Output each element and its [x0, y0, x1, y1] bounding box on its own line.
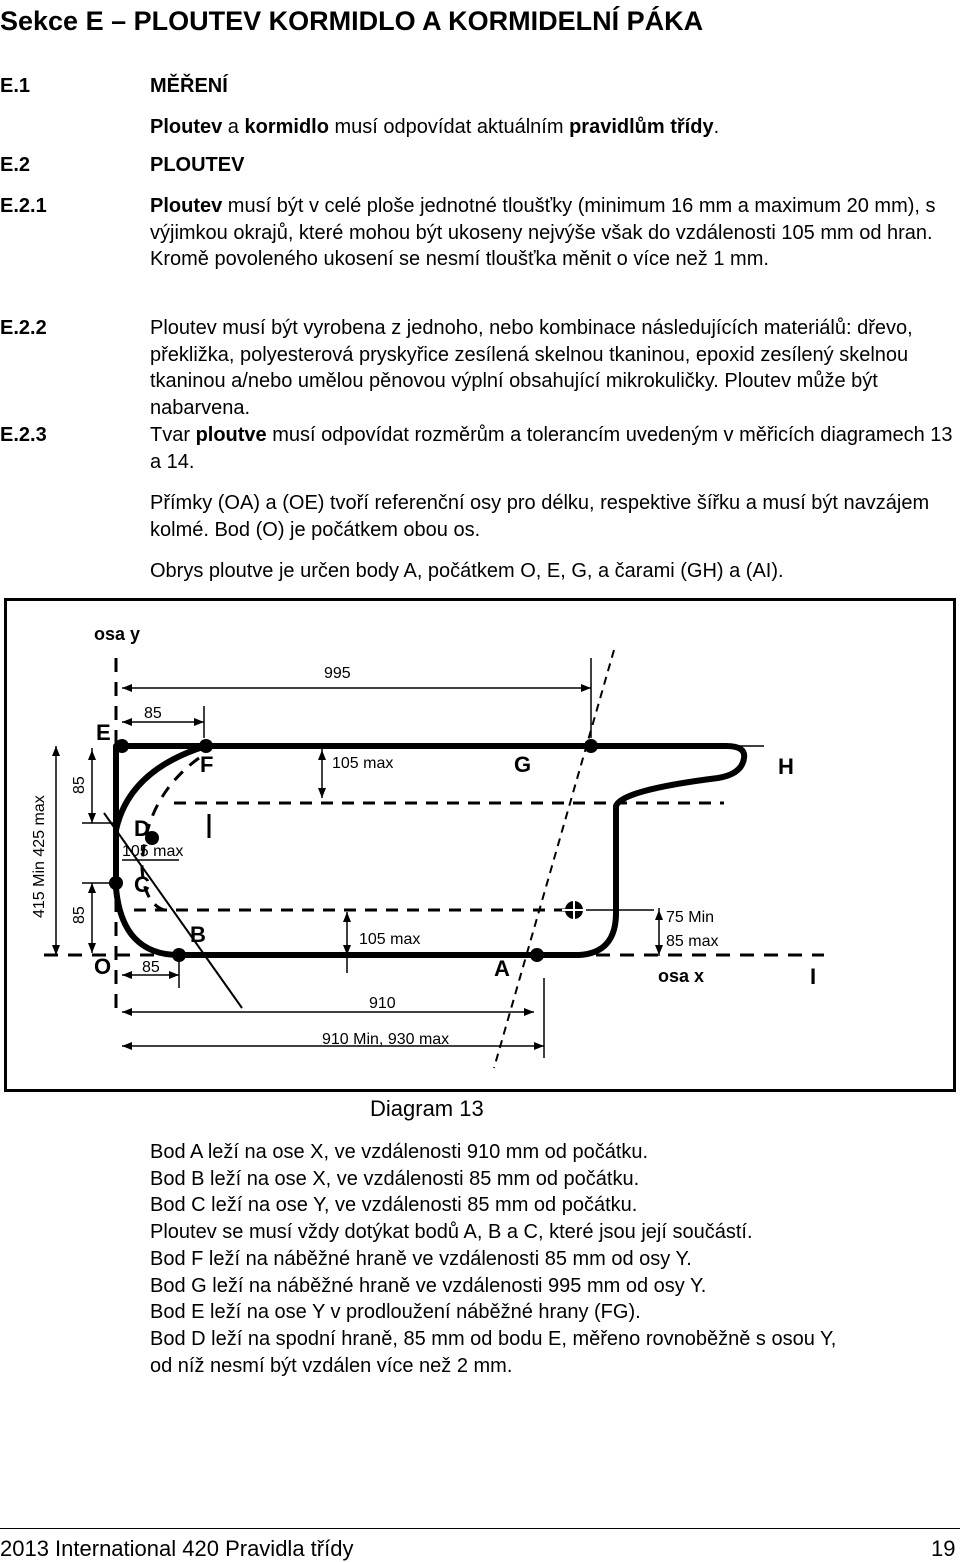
point-g: [584, 739, 598, 753]
text-span: musí odpovídat rozměrům a tolerancím uve…: [150, 424, 953, 473]
section-heading-e2: PLOUTEV: [150, 154, 245, 176]
diagram-frame: [4, 598, 956, 1092]
list-item: Bod G leží na náběžné hraně ve vzdálenos…: [150, 1274, 707, 1297]
label-point-f: F: [200, 752, 213, 777]
list-item: Bod C leží na ose Y, ve vzdálenosti 85 m…: [150, 1194, 638, 1217]
label-point-h: H: [778, 754, 794, 779]
page-number: 19: [931, 1536, 956, 1561]
footer-rule: [0, 1528, 960, 1529]
section-number-e1: E.1: [0, 75, 31, 97]
fin-outline: [113, 743, 748, 958]
paragraph-e1: Ploutev a kormidlo musí odpovídat aktuál…: [150, 114, 958, 141]
text-span: a: [222, 116, 245, 138]
label-osa-y: osa y: [94, 624, 140, 644]
label-105-d: 105 max: [122, 843, 183, 860]
paragraph-e21: Ploutev musí být v celé ploše jednotné t…: [150, 193, 958, 273]
bold-term: ploutve: [195, 424, 267, 446]
label-85-top: 85: [144, 705, 162, 722]
paragraph-e23-outline: Obrys ploutve je určen body A, počátkem …: [150, 560, 784, 582]
point-e: [115, 739, 129, 753]
paragraph-e22: Ploutev musí být vyrobena z jednoho, neb…: [150, 317, 913, 420]
point-d: [145, 831, 159, 845]
page-title: Sekce E – PLOUTEV KORMIDLO A KORMIDELNÍ …: [0, 6, 704, 36]
label-85-bottom: 85: [142, 959, 160, 976]
section-number-e23: E.2.3: [0, 424, 47, 446]
footer-title: 2013 International 420 Pravidla třídy: [0, 1536, 354, 1561]
label-995: 995: [324, 665, 351, 682]
diagram-caption: Diagram 13: [370, 1096, 484, 1121]
dashed-chamfer-nose: [140, 756, 200, 912]
section-number-e21: E.2.1: [0, 195, 47, 217]
hidden-helper: [174, 851, 574, 910]
diagonal-ga: [493, 649, 615, 1069]
bod-list: Bod A leží na ose X, ve vzdálenosti 910 …: [150, 1139, 958, 1379]
label-85-max: 85 max: [666, 933, 718, 950]
paragraph-e23: Tvar ploutve musí odpovídat rozměrům a t…: [150, 422, 958, 475]
list-item: Bod A leží na ose X, ve vzdálenosti 910 …: [150, 1141, 649, 1163]
diagram-13: 995 85 105 max 415 Min 425 max 85 85 105…: [4, 598, 956, 1092]
label-85-left: 85: [71, 776, 88, 794]
point-a: [530, 948, 544, 962]
label-85-left2: 85: [71, 906, 88, 924]
fin-nose-curve: [113, 743, 207, 831]
label-415: 415 Min 425 max: [31, 795, 48, 918]
text-span: musí být v celé ploše jednotné tloušťky …: [150, 195, 936, 271]
label-point-b: B: [190, 922, 206, 947]
section-number-e2: E.2: [0, 154, 31, 176]
label-point-c: C: [134, 872, 150, 897]
label-point-g: G: [514, 752, 531, 777]
section-number-e22: E.2.2: [0, 317, 47, 339]
label-105-bottom: 105 max: [359, 931, 420, 948]
label-point-o: O: [94, 954, 111, 979]
label-point-a: A: [494, 956, 510, 981]
label-910: 910: [369, 995, 396, 1012]
list-item: od níž nesmí být vzdálen více než 2 mm.: [150, 1354, 513, 1377]
list-item: Bod B leží na ose X, ve vzdálenosti 85 m…: [150, 1167, 640, 1190]
list-item: Ploutev se musí vždy dotýkat bodů A, B a…: [150, 1221, 753, 1244]
diagonal-b: [103, 812, 243, 1009]
label-910-930: 910 Min, 930 max: [322, 1031, 449, 1048]
label-point-d: D: [134, 816, 150, 841]
label-105-top: 105 max: [332, 755, 393, 772]
bold-term: pravidlům třídy: [569, 116, 714, 138]
label-point-i: I: [810, 964, 816, 989]
section-heading-e1: MĚŘENÍ: [150, 75, 228, 97]
point-b: [172, 948, 186, 962]
bold-term: Ploutev: [150, 195, 223, 217]
point-c: [109, 876, 123, 890]
text-span: Tvar: [150, 424, 196, 446]
label-75-min: 75 Min: [666, 909, 714, 926]
bold-term: Ploutev: [150, 116, 223, 138]
list-item: Bod F leží na náběžné hraně ve vzdálenos…: [150, 1247, 692, 1270]
label-point-e: E: [96, 720, 111, 745]
bold-term: kormidlo: [244, 116, 329, 138]
paragraph-e23-axes: Přímky (OA) a (OE) tvoří referenční osy …: [150, 492, 930, 541]
text-span: musí odpovídat aktuálním: [328, 116, 570, 138]
text-span: .: [713, 116, 720, 138]
list-item: Bod D leží na spodní hraně, 85 mm od bod…: [150, 1327, 837, 1350]
point-f: [199, 739, 213, 753]
list-item: Bod E leží na ose Y v prodloužení náběžn…: [150, 1301, 641, 1324]
label-osa-x: osa x: [658, 966, 704, 986]
